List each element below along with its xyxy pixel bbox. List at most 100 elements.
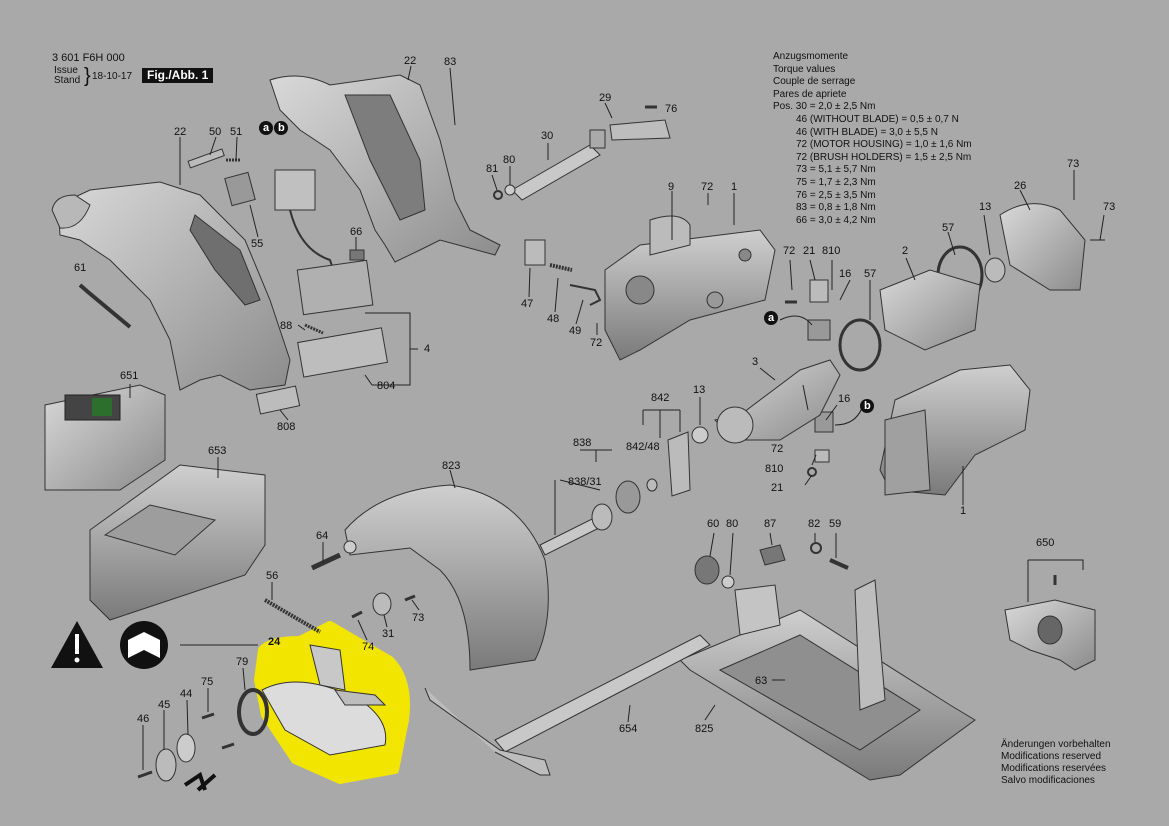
torque-line: 73 = 5,1 ± 5,7 Nm <box>796 164 876 176</box>
part-label: 57 <box>864 268 877 280</box>
part-label: 22 <box>404 55 417 67</box>
figure-label: Fig./Abb. 1 <box>142 68 214 83</box>
part-label: 22 <box>174 126 187 138</box>
allen-key-61 <box>78 283 132 329</box>
part-label: 83 <box>444 56 457 68</box>
footer-note-fr: Modifications reservées <box>1001 763 1107 774</box>
part-label: 72 <box>771 443 784 455</box>
part-label: 72 <box>701 181 714 193</box>
part-label: 44 <box>180 688 193 700</box>
part-label: 842 <box>651 392 670 404</box>
part-label: 810 <box>765 463 784 475</box>
battery-651 <box>44 384 166 491</box>
part-label: 650 <box>1036 537 1055 549</box>
part-label: 81 <box>486 163 499 175</box>
part-label: 47 <box>521 298 534 310</box>
part-label: 30 <box>541 130 554 142</box>
part-label: 4 <box>424 343 431 355</box>
part-label: 61 <box>74 262 87 274</box>
part-label: 810 <box>822 245 841 257</box>
depth-adjust-parts <box>694 542 849 589</box>
part-label: 48 <box>547 313 560 325</box>
part-label: 73 <box>1103 201 1116 213</box>
part-label: 72 <box>590 337 603 349</box>
part-label: 80 <box>726 518 739 530</box>
charger-653 <box>89 464 266 621</box>
part-label: 64 <box>316 530 329 542</box>
housing-right-22 <box>269 74 501 263</box>
part-label: 55 <box>251 238 264 250</box>
part-label: 82 <box>808 518 821 530</box>
connector-label-a: a <box>263 122 270 134</box>
part-label: 838/31 <box>568 476 602 488</box>
footer-note-es: Salvo modificaciones <box>1001 775 1095 786</box>
part-label: 57 <box>942 222 955 234</box>
footer-notes: Änderungen vorbehalten Modifications res… <box>1001 739 1111 787</box>
torque-line-pos30: Pos. 30 = 2,0 ± 2,5 Nm <box>773 101 876 113</box>
part-label: 26 <box>1014 180 1027 192</box>
part-label: 654 <box>619 723 638 735</box>
part-label: 73 <box>1067 158 1080 170</box>
part-label: 79 <box>236 656 249 668</box>
part-label: 73 <box>412 612 425 624</box>
torque-heading-fr: Couple de serrage <box>773 76 856 88</box>
read-manual-icon <box>120 621 168 669</box>
part-label: 60 <box>707 518 720 530</box>
part-label: 21 <box>803 245 816 257</box>
part-label: 56 <box>266 570 279 582</box>
switch-parts <box>187 148 256 207</box>
part-label: 1 <box>731 181 738 193</box>
part-label: 59 <box>829 518 842 530</box>
part-label: 2 <box>902 245 909 257</box>
part-label: 49 <box>569 325 582 337</box>
part-label: 80 <box>503 154 516 166</box>
torque-heading-es: Pares de apriete <box>773 88 847 100</box>
torque-heading-en: Torque values <box>773 63 836 75</box>
part-label: 3 <box>752 356 759 368</box>
part-label: 87 <box>764 518 777 530</box>
parallel-guide-654 <box>424 634 711 776</box>
leader-lines <box>129 65 1105 770</box>
warning-icon <box>51 621 103 668</box>
spring-56 <box>263 598 322 634</box>
part-label: 823 <box>442 460 461 472</box>
part-label: 651 <box>120 370 139 382</box>
part-label: 72 <box>783 245 796 257</box>
lower-guard-24-highlighted <box>254 621 410 784</box>
armature-3 <box>691 359 841 444</box>
gear-housing-1 <box>604 215 776 361</box>
part-label: 16 <box>839 268 852 280</box>
connector-label-b: b <box>278 122 285 134</box>
gear-train <box>539 431 691 556</box>
small-screws <box>351 592 416 619</box>
part-label: 21 <box>771 482 784 494</box>
torque-line: 46 (WITH BLADE) = 3,0 ± 5,5 N <box>796 126 938 138</box>
torque-values-block: Anzugsmomente Torque values Couple de se… <box>773 51 972 227</box>
part-label: 88 <box>280 320 293 332</box>
part-label: 653 <box>208 445 227 457</box>
small-parts-47-49 <box>524 239 602 306</box>
spindle-lock-parts <box>493 105 671 201</box>
torque-heading-de: Anzugsmomente <box>773 51 849 62</box>
part-label: 45 <box>158 699 171 711</box>
part-label: 76 <box>665 103 678 115</box>
part-label: 825 <box>695 723 714 735</box>
part-label: 51 <box>230 126 243 138</box>
motor-housing-1 <box>879 364 1031 496</box>
part-label: 63 <box>755 675 768 687</box>
part-label: 16 <box>838 393 851 405</box>
torque-line: 76 = 2,5 ± 3,5 Nm <box>796 189 876 201</box>
part-label: 50 <box>209 126 222 138</box>
part-label: 808 <box>277 421 296 433</box>
part-650 <box>1004 559 1096 671</box>
base-plate-825 <box>679 579 976 781</box>
connector-label-b: b <box>864 400 871 412</box>
part-label: 838 <box>573 437 592 449</box>
flange-parts <box>137 688 269 792</box>
motor-rear-parts <box>838 203 1086 372</box>
part-label: 29 <box>599 92 612 104</box>
torque-line: 72 (MOTOR HOUSING) = 1,0 ± 1,6 Nm <box>796 139 972 151</box>
blade-guard-823 <box>343 484 549 671</box>
part-label: 9 <box>668 181 675 193</box>
